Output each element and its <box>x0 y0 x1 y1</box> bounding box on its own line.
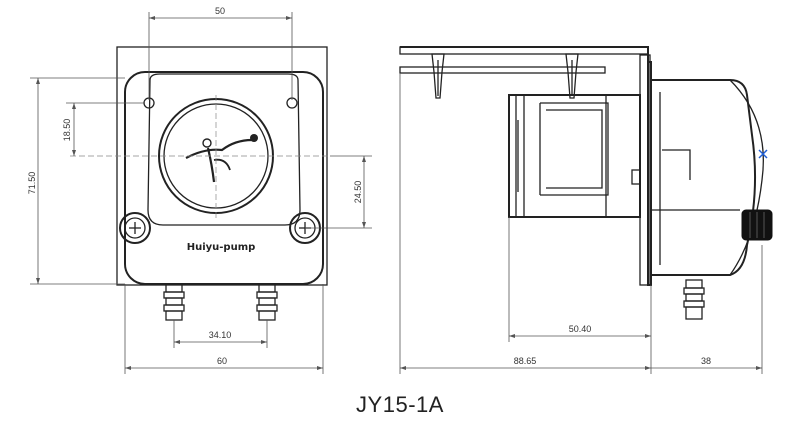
motor-body <box>508 94 641 218</box>
front-view: Huiyu-pump 50 <box>27 6 372 374</box>
dimension-height: 71.50 <box>27 77 125 285</box>
mounting-clip-right <box>565 53 579 99</box>
dim-upper-value: 18.50 <box>62 119 72 142</box>
dimension-ports: 34.10 <box>173 320 268 348</box>
dim-top-value: 50 <box>215 6 225 16</box>
dim-total-value: 88.65 <box>514 356 537 366</box>
dim-ports-value: 34.10 <box>209 330 232 340</box>
hose-port-side <box>683 279 705 320</box>
dim-motor-value: 50.40 <box>569 324 592 334</box>
dimension-head: 38 <box>651 245 763 374</box>
adjustment-knob <box>741 209 773 241</box>
dimension-motor: 50.40 <box>508 217 652 342</box>
dim-width-value: 60 <box>217 356 227 366</box>
dim-height-value: 71.50 <box>27 172 37 195</box>
dimension-upper: 18.50 <box>62 102 145 156</box>
screw-boss-left <box>119 212 151 244</box>
model-title: JY15-1A <box>356 392 444 417</box>
dimension-top: 50 <box>148 6 293 100</box>
mounting-clip-left <box>431 53 445 99</box>
pump-head-side <box>651 79 764 276</box>
dimension-width: 60 <box>124 284 324 374</box>
brand-label: Huiyu-pump <box>187 242 256 253</box>
center-marker-icon <box>758 149 768 159</box>
dimension-total: 88.65 <box>399 73 652 374</box>
logo-mark-icon <box>185 134 258 183</box>
bracket-top-plate <box>399 46 649 55</box>
bracket-rail <box>399 66 606 74</box>
dim-head-value: 38 <box>701 356 711 366</box>
hose-port-left <box>163 283 185 321</box>
pump-body <box>124 71 324 285</box>
hose-port-right <box>256 283 278 321</box>
pump-head-cover <box>147 73 301 226</box>
dimension-right: 24.50 <box>305 155 372 229</box>
side-view: 50.40 88.65 38 <box>399 46 773 374</box>
dim-right-value: 24.50 <box>353 181 363 204</box>
